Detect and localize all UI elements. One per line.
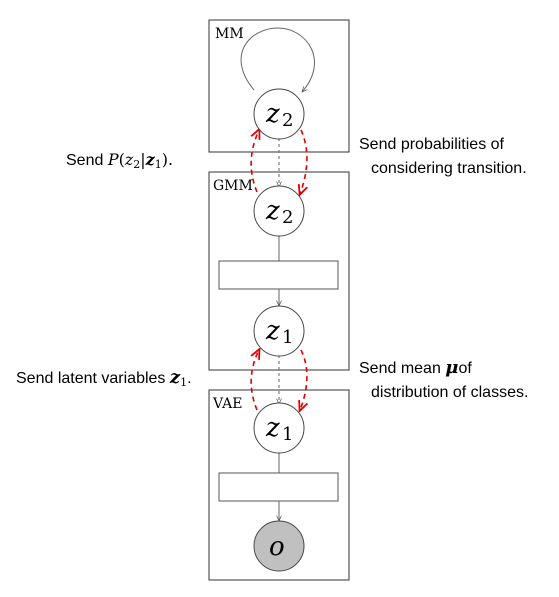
vae-module-label: VAE — [212, 396, 243, 412]
annotation-send-latent: Send latent variables z1. — [16, 366, 192, 395]
annot-latent-z: z — [169, 367, 181, 388]
annotation-send-transition-prob: Send P(z2|z1). — [66, 148, 173, 177]
gmm-z2-sub: 2 — [282, 207, 293, 228]
gmm-z2-var: z — [265, 196, 280, 226]
annot-math-bar: | — [140, 150, 146, 169]
mm-z2-sub: 2 — [282, 110, 293, 131]
annot-mean-suffix: of — [458, 360, 472, 377]
vae-z1-sub: 1 — [282, 424, 293, 445]
annot-mean-line2: distribution of classes. — [371, 384, 529, 401]
vae-z1-node: z 1 — [253, 402, 305, 454]
gmm-z1-node: z 1 — [253, 305, 305, 357]
annot-math-open: ( — [118, 150, 125, 169]
msg-arrow-gmm-to-vae — [300, 349, 307, 410]
gmm-z1-var: z — [265, 316, 280, 346]
mm-z2-var: z — [265, 99, 280, 129]
annot-math-close: ). — [161, 150, 174, 169]
annot-math-z1-sub: 1 — [154, 158, 162, 171]
vae-o-var: o — [269, 532, 285, 562]
annotation-send-mean: Send mean μof distribution of classes. — [359, 356, 528, 405]
gmm-z1-sub: 1 — [282, 327, 293, 348]
msg-arrow-vae-to-gmm — [251, 350, 259, 411]
annot-math-z1: z — [145, 150, 155, 169]
vae-o-observed-node: o — [253, 520, 305, 572]
mm-z2-node: z 2 — [253, 88, 305, 140]
annot-mean-mu: μ — [445, 357, 459, 378]
annot-send-prob-line1: Send probabilities of — [359, 136, 504, 153]
annotation-send-probabilities: Send probabilities of considering transi… — [359, 133, 527, 181]
annot-latent-sub: 1 — [180, 376, 188, 389]
annot-mean-prefix: Send mean — [359, 360, 446, 377]
gmm-z2-node: z 2 — [253, 185, 305, 237]
gmm-module-label: GMM — [213, 178, 253, 194]
annot-math-p: P — [107, 150, 119, 169]
vae-z1-var: z — [265, 413, 280, 443]
vae-layer-box — [218, 472, 339, 502]
annot-latent-prefix: Send latent variables — [16, 370, 170, 387]
annot-send-prob-line2: considering transition. — [371, 160, 527, 177]
vae-module-box — [208, 389, 350, 581]
mm-module-label: MM — [215, 26, 244, 42]
msg-arrow-gmm-to-mm — [250, 130, 259, 193]
annot-prefix: Send — [66, 152, 108, 169]
annot-math-z2: z — [124, 150, 134, 169]
gmm-layer-box — [218, 260, 339, 290]
annot-math-z2-sub: 2 — [133, 158, 141, 171]
annot-latent-suffix: . — [187, 370, 192, 387]
mm-self-loop-edge — [240, 27, 315, 92]
